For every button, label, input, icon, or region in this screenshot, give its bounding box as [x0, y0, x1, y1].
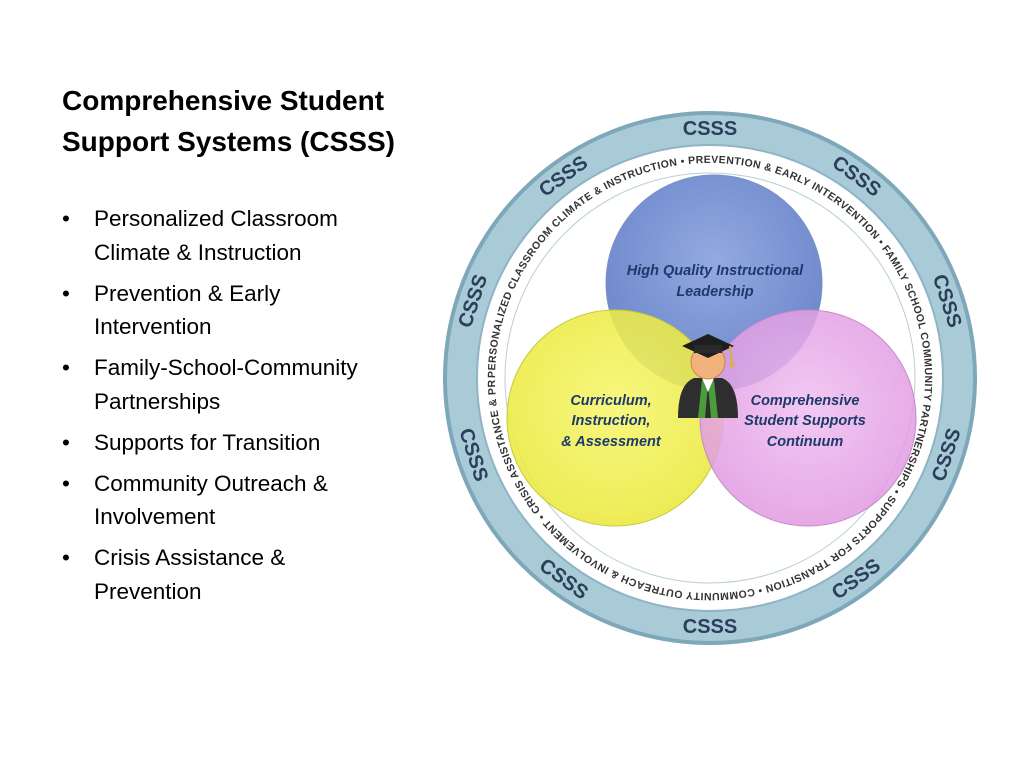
- csss-diagram: PERSONALIZED CLASSROOM CLIMATE & INSTRUC…: [430, 98, 990, 658]
- csss-ring-label: CSSS: [683, 616, 737, 638]
- bullet-line: Involvement: [94, 504, 215, 529]
- bullet-line: Partnerships: [94, 389, 220, 414]
- slide-title-line-2: Support Systems (CSSS): [62, 121, 442, 162]
- top-circle-label-1: High Quality Instructional: [627, 263, 804, 279]
- bullet-dot-icon: •: [62, 277, 70, 311]
- csss-ring-label: CSSS: [683, 118, 737, 140]
- bullet-item: • Crisis Assistance & Prevention: [62, 541, 422, 608]
- bullet-line: Community Outreach &: [94, 471, 328, 496]
- bullet-line: Prevention: [94, 579, 202, 604]
- bullet-dot-icon: •: [62, 541, 70, 575]
- bullet-line: Climate & Instruction: [94, 240, 302, 265]
- right-circle-label-1: Comprehensive: [751, 393, 860, 409]
- bullet-item: • Supports for Transition: [62, 426, 422, 460]
- left-circle-label-2: Instruction,: [572, 413, 651, 429]
- bullet-item: • Community Outreach & Involvement: [62, 467, 422, 534]
- bullet-line: Personalized Classroom: [94, 206, 338, 231]
- bullet-dot-icon: •: [62, 467, 70, 501]
- bullet-dot-icon: •: [62, 426, 70, 460]
- bullet-line: Family-School-Community: [94, 355, 358, 380]
- left-circle-label-1: Curriculum,: [570, 393, 651, 409]
- slide-title: Comprehensive Student Support Systems (C…: [62, 80, 442, 162]
- right-circle-label-3: Continuum: [767, 434, 844, 450]
- csss-diagram-svg: PERSONALIZED CLASSROOM CLIMATE & INSTRUC…: [430, 98, 990, 658]
- slide-title-line-1: Comprehensive Student: [62, 80, 442, 121]
- bullet-line: Supports for Transition: [94, 430, 320, 455]
- bullet-line: Intervention: [94, 314, 212, 339]
- bullet-line: Prevention & Early: [94, 281, 280, 306]
- bullet-dot-icon: •: [62, 202, 70, 236]
- left-circle-label-3: & Assessment: [561, 434, 662, 450]
- right-circle-label-2: Student Supports: [744, 413, 866, 429]
- top-circle-label-2: Leadership: [676, 284, 753, 300]
- bullet-dot-icon: •: [62, 351, 70, 385]
- bullet-line: Crisis Assistance &: [94, 545, 285, 570]
